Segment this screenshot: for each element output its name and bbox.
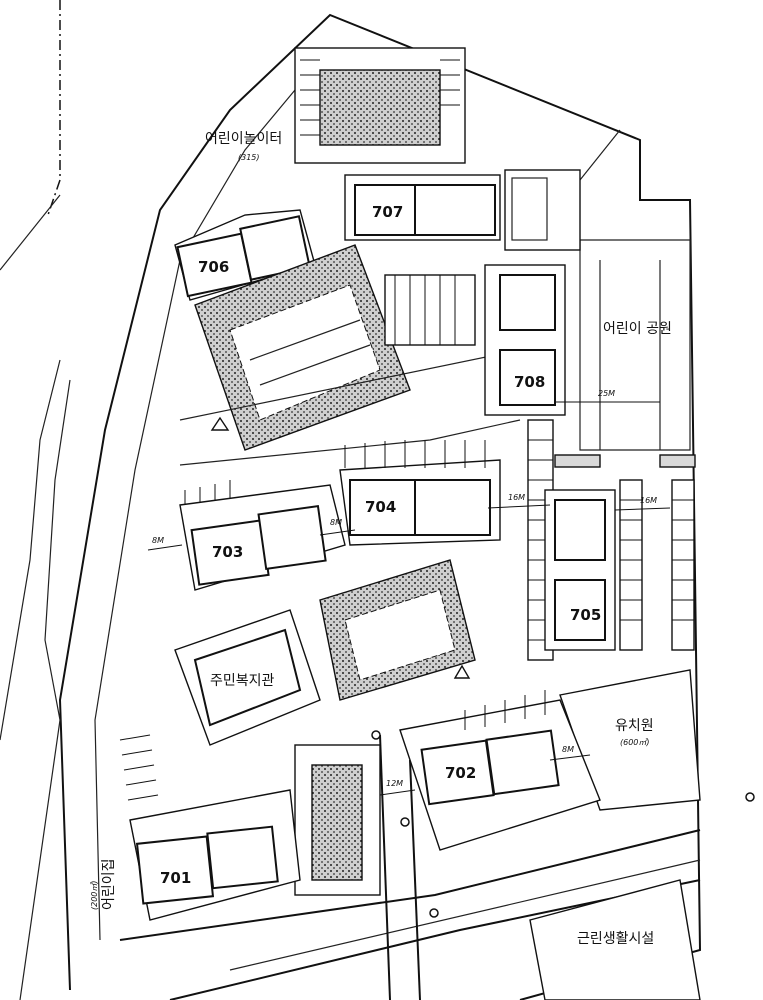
dimension-25m: 25M	[555, 389, 660, 403]
building-label-707: 707	[372, 203, 403, 221]
playground-area: (315)	[238, 153, 260, 162]
park-area	[554, 239, 696, 468]
dimension-16m-b: 16M	[614, 496, 671, 511]
dimension-label-16m-b: 16M	[640, 496, 657, 505]
building-label-702: 702	[445, 764, 476, 782]
kindergarten-label: 유치원	[615, 718, 654, 734]
kindergarten[interactable]: 유치원 (600㎡)	[559, 669, 701, 811]
building-705[interactable]: 705	[544, 489, 616, 651]
building-707[interactable]: 707	[344, 174, 501, 241]
parking-lot-middle	[179, 274, 521, 466]
daycare-area: (200㎡)	[90, 880, 99, 910]
dimension-16m-a: 16M	[487, 493, 551, 509]
parking-lot-central	[194, 244, 411, 451]
commercial-area	[529, 879, 701, 1000]
parking-lot-lower	[319, 559, 476, 701]
marker-triangle-1	[210, 416, 230, 431]
dimension-12m: 12M	[379, 779, 416, 796]
dimension-8m-b: 8M	[319, 518, 356, 536]
community-welfare-center[interactable]: 주민복지관	[174, 609, 321, 746]
building-label-704: 704	[365, 498, 396, 516]
dimension-8m-c: 8M	[549, 745, 591, 761]
dimension-label-8m-a: 8M	[152, 536, 164, 545]
marker-triangle-2	[453, 664, 471, 679]
dimension-label-8m-b: 8M	[330, 518, 342, 527]
dimension-label-12m: 12M	[386, 779, 403, 788]
commercial-label: 근린생활시설	[577, 931, 654, 947]
dimension-8m-a: 8M	[147, 536, 183, 551]
building-label-706: 706	[198, 258, 229, 276]
building-704[interactable]: 704	[339, 440, 501, 546]
building-label-708: 708	[514, 373, 545, 391]
dimension-label-25m: 25M	[598, 389, 615, 398]
daycare[interactable]: 어린이집 (200㎡)	[90, 858, 117, 910]
building-label-703: 703	[212, 543, 243, 561]
kindergarten-area: (600㎡)	[620, 738, 650, 747]
playground-block	[294, 47, 466, 164]
left-edge-lines	[0, 0, 71, 1000]
building-label-705: 705	[570, 606, 601, 624]
park-label: 어린이 공원	[603, 321, 672, 337]
dimension-label-16m-a: 16M	[508, 493, 525, 502]
sports-court	[504, 169, 581, 251]
parking-lot-south	[294, 744, 381, 896]
building-702[interactable]: 702	[399, 690, 601, 851]
building-701[interactable]: 701	[119, 734, 301, 921]
building-703[interactable]: 703	[179, 480, 346, 591]
site-boundary	[58, 13, 702, 1000]
daycare-label: 어린이집	[101, 858, 117, 910]
building-708[interactable]: 708	[484, 264, 566, 416]
playground-label: 어린이놀이터	[205, 131, 282, 147]
building-label-701: 701	[160, 869, 191, 887]
dimension-label-8m-c: 8M	[562, 745, 574, 754]
welfare-center-label: 주민복지관	[210, 673, 275, 689]
